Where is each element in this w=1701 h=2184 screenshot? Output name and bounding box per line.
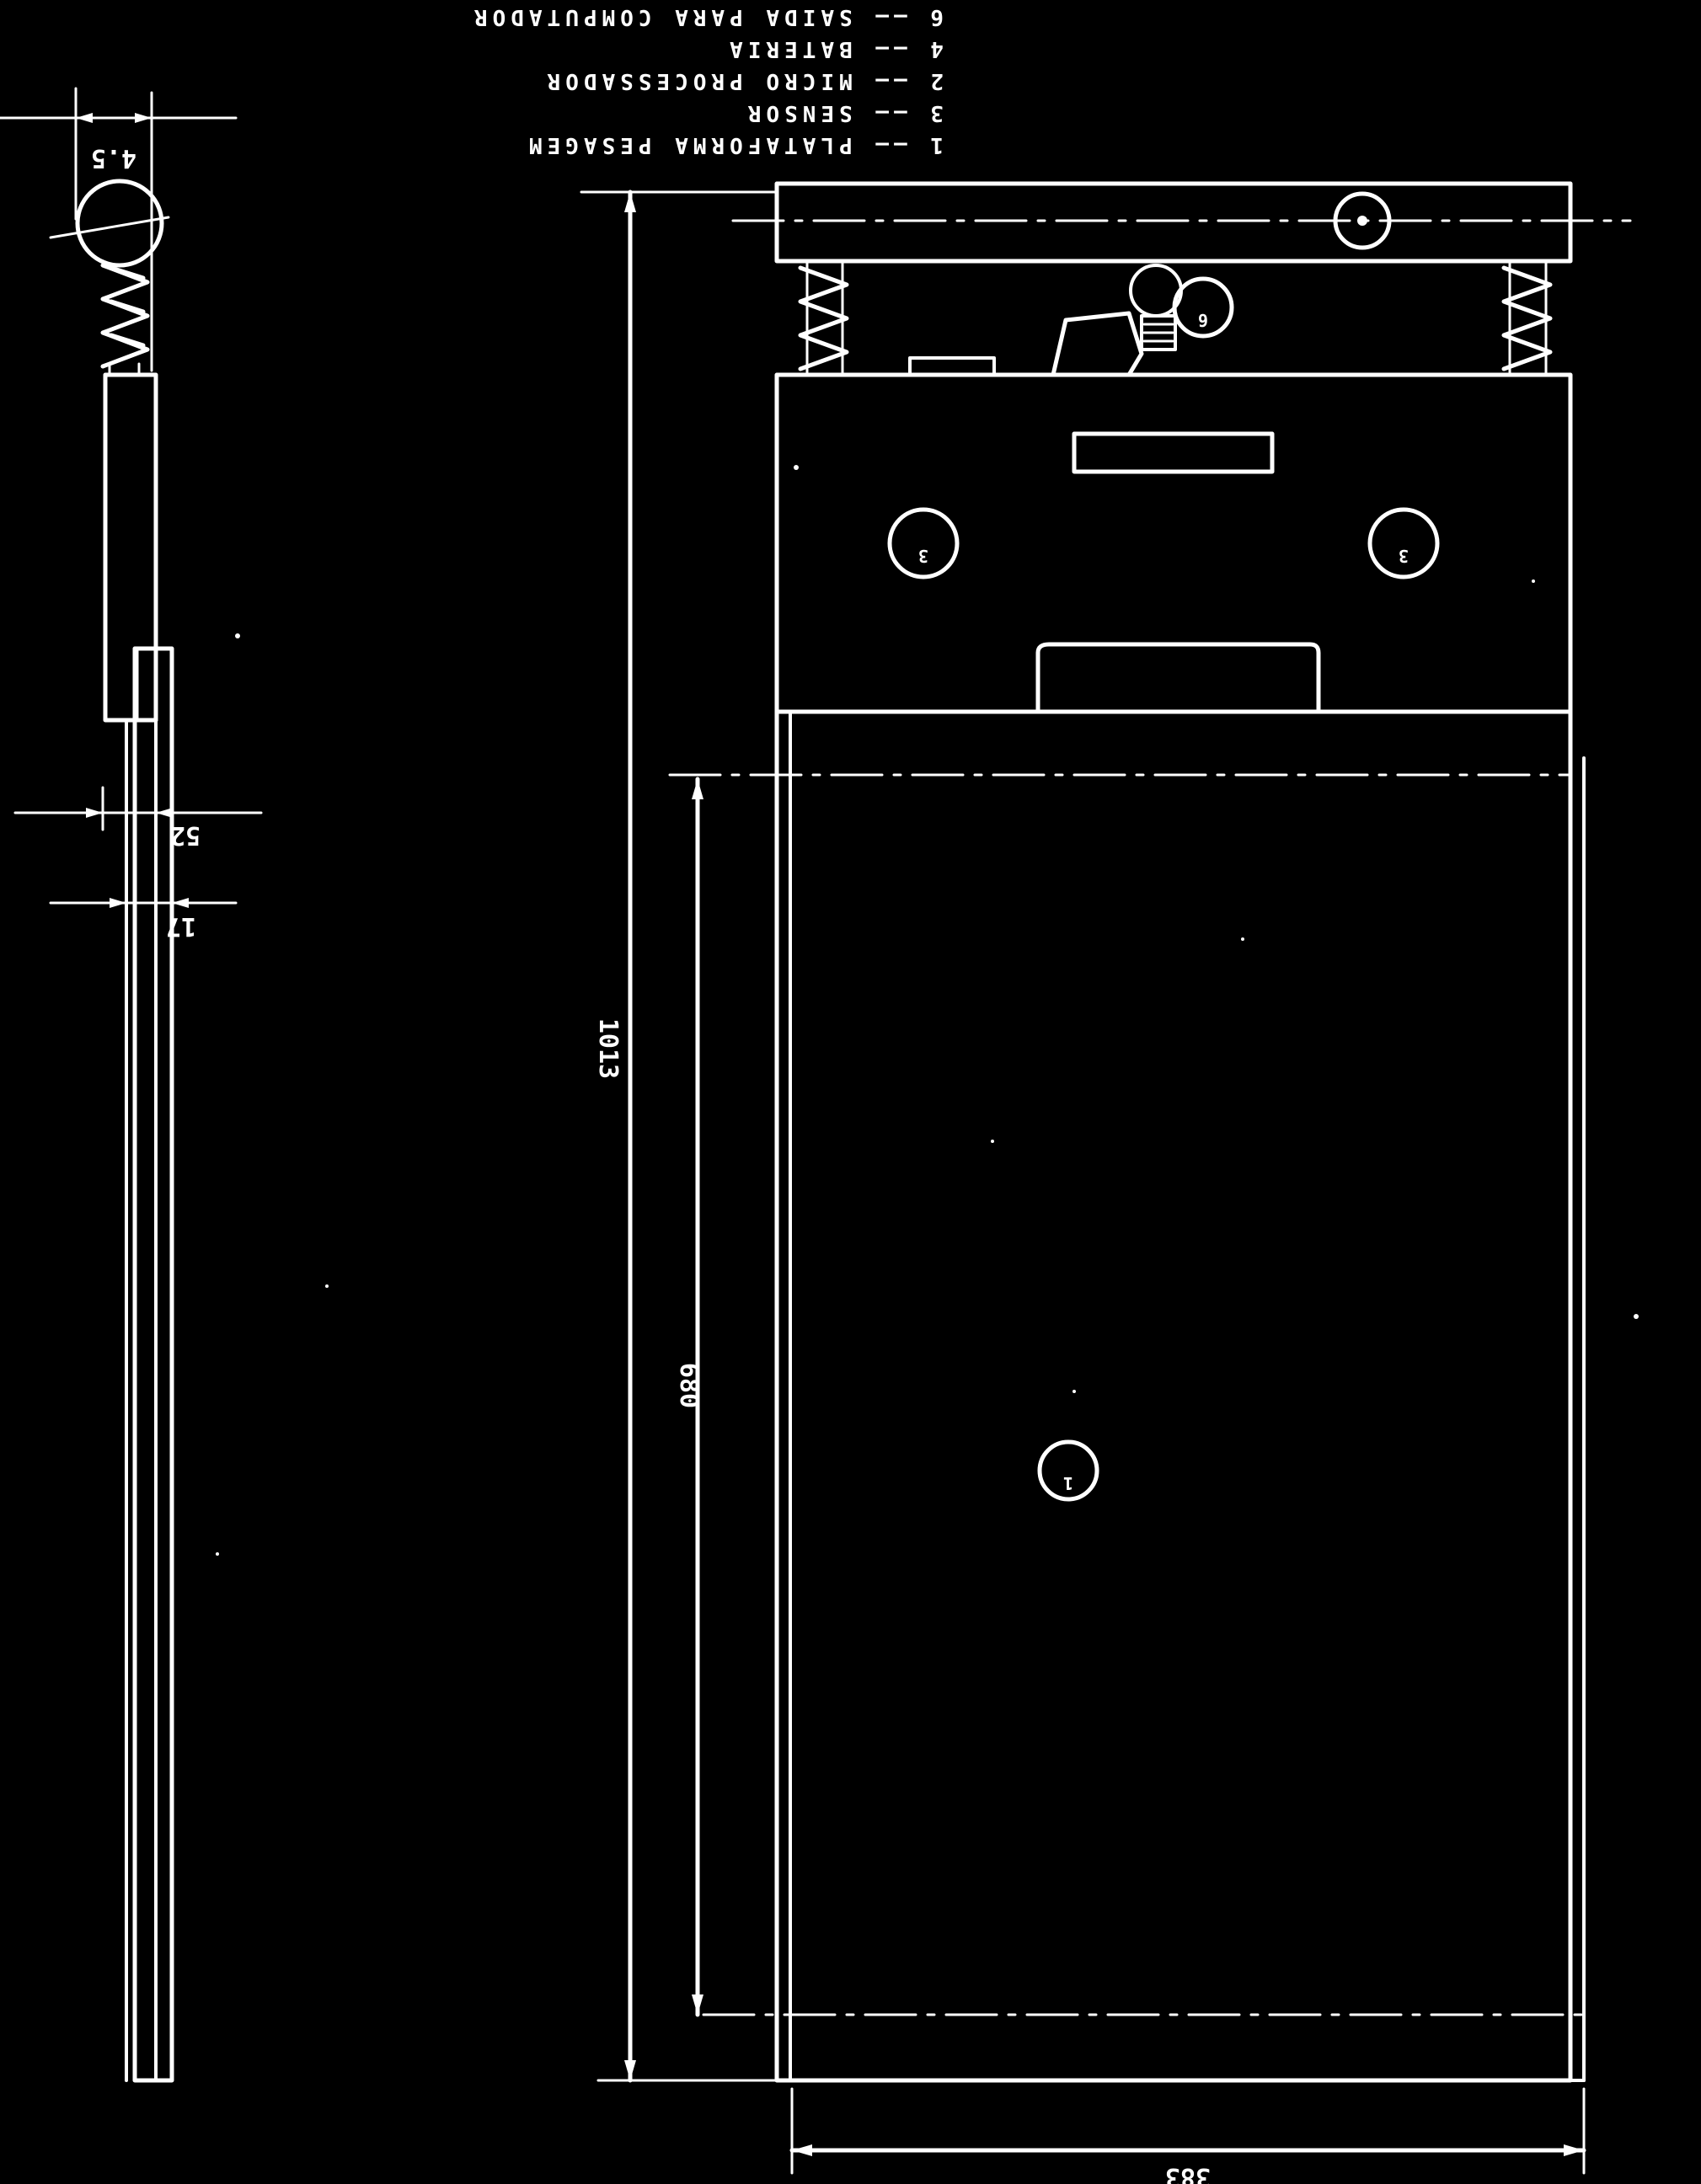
output-marker-top <box>1333 191 1392 250</box>
left-spring <box>798 259 849 376</box>
side-spring <box>100 263 150 376</box>
sensor-left-marker <box>887 507 960 579</box>
top-bar <box>774 181 1573 264</box>
platform-marker-label: 1 <box>1063 1473 1073 1493</box>
handle-cutout <box>1035 642 1321 714</box>
output-marker <box>1172 276 1234 339</box>
legend-item-2: 2 —— MICRO PROCESSADOR <box>543 68 944 93</box>
legend: 6 —— SAIDA PARA COMPUTADOR 4 —— BATERIA … <box>469 4 944 158</box>
side-dim-top: 4.5 <box>91 143 136 173</box>
side-dim-mid: 52 <box>170 820 201 850</box>
output-marker-label: 6 <box>1198 310 1208 330</box>
scan-noise <box>216 465 1639 1556</box>
sensor-right-marker <box>1367 507 1440 579</box>
side-ball <box>75 179 164 268</box>
front-view: 6 3 3 1 1013 <box>580 181 1632 2184</box>
battery-block <box>908 356 996 376</box>
legend-item-1: 1 —— PLATAFORMA PESAGEM <box>524 132 944 158</box>
housing <box>774 372 1573 714</box>
sensor-right-label: 3 <box>1399 546 1409 566</box>
dim-width: 383 <box>1165 2162 1211 2184</box>
platform <box>774 709 1573 2083</box>
display-window <box>1072 431 1275 474</box>
legend-item-4: 4 —— BATERIA <box>725 36 944 61</box>
legend-item-3: 3 —— SENSOR <box>743 100 944 125</box>
right-spring <box>1501 259 1553 376</box>
side-upper-block <box>103 372 158 723</box>
dim-platform-height: 680 <box>674 1363 703 1408</box>
output-connector <box>1051 311 1144 377</box>
side-dim-low: 17 <box>166 911 196 941</box>
platform-marker <box>1037 1439 1099 1502</box>
side-plate <box>132 646 174 2083</box>
dim-total-height: 1013 <box>593 1018 623 1079</box>
legend-item-6: 6 —— SAIDA PARA COMPUTADOR <box>469 4 944 29</box>
sensor-left-label: 3 <box>918 546 928 566</box>
side-view: 4.5 52 17 <box>0 87 263 2083</box>
side-step <box>134 646 158 723</box>
